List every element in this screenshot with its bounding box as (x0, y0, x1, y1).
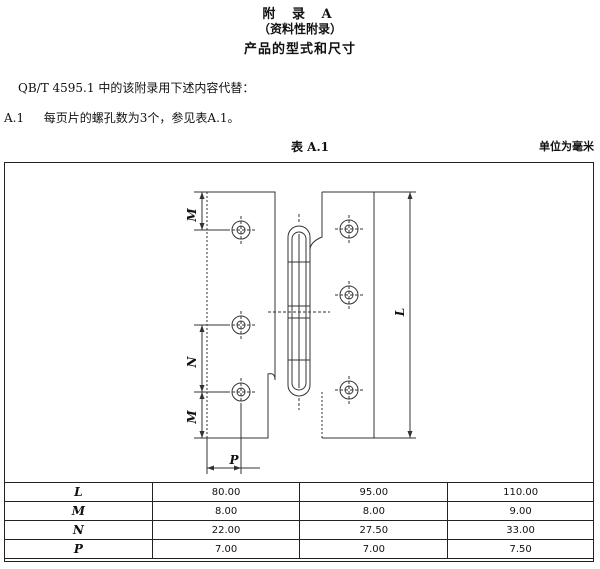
table-cell: 80.00 (151, 482, 301, 502)
left-hole-middle (227, 311, 255, 339)
clause-a1: A.1 每页片的螺孔数为3个，参见表A.1。 (4, 109, 240, 126)
table-cell: 8.00 (299, 501, 449, 521)
right-leaf-outline (322, 191, 375, 439)
table-cell: 33.00 (447, 520, 594, 540)
dim-label-m-bottom: M (185, 410, 199, 425)
right-hole-middle (335, 281, 363, 309)
clause-number: A.1 (4, 111, 25, 125)
row-label: L (4, 482, 153, 502)
table-row: L 80.00 95.00 110.00 (4, 482, 594, 502)
appendix-subject: 产品的型式和尺寸 (243, 42, 356, 57)
table-cell: 7.50 (447, 539, 594, 559)
left-hole-bottom (227, 378, 255, 406)
left-hole-top (227, 216, 255, 244)
row-label: M (4, 501, 153, 521)
right-hole-bottom (335, 376, 363, 404)
row-label: P (4, 539, 153, 559)
table-cell: 7.00 (299, 539, 449, 559)
table-row: M 8.00 8.00 9.00 (4, 501, 594, 521)
appendix-title: 附 录 A (262, 7, 338, 22)
dim-label-p: P (228, 453, 239, 467)
table-cell: 7.00 (151, 539, 301, 559)
dim-label-n: N (185, 355, 199, 368)
table-row: P 7.00 7.00 7.50 (4, 539, 594, 559)
hinge-knuckle (287, 225, 311, 397)
dim-label-m-top: M (185, 208, 199, 223)
dim-label-l: L (393, 308, 407, 317)
table-cell: 8.00 (151, 501, 301, 521)
table-cell: 9.00 (447, 501, 594, 521)
hinge-drawing: M N M L P (185, 191, 416, 474)
left-leaf-outline (207, 191, 276, 439)
table-caption: 表 A.1 (291, 140, 330, 154)
table-cell: 22.00 (151, 520, 301, 540)
table-frame (4, 162, 594, 562)
table-cell: 110.00 (447, 482, 594, 502)
table-row: N 22.00 27.50 33.00 (4, 520, 594, 540)
right-hole-top (335, 215, 363, 243)
dimension-table: L 80.00 95.00 110.00 M 8.00 8.00 9.00 N … (4, 482, 594, 559)
table-cell: 27.50 (299, 520, 449, 540)
clause-text: 每页片的螺孔数为3个，参见表A.1。 (43, 111, 240, 125)
intro-paragraph: QB/T 4595.1 中的该附录用下述内容代替： (18, 81, 255, 95)
table-unit: 单位为毫米 (539, 140, 594, 153)
row-label: N (4, 520, 153, 540)
table-cell: 95.00 (299, 482, 449, 502)
appendix-nature: （资料性附录） (257, 22, 342, 36)
